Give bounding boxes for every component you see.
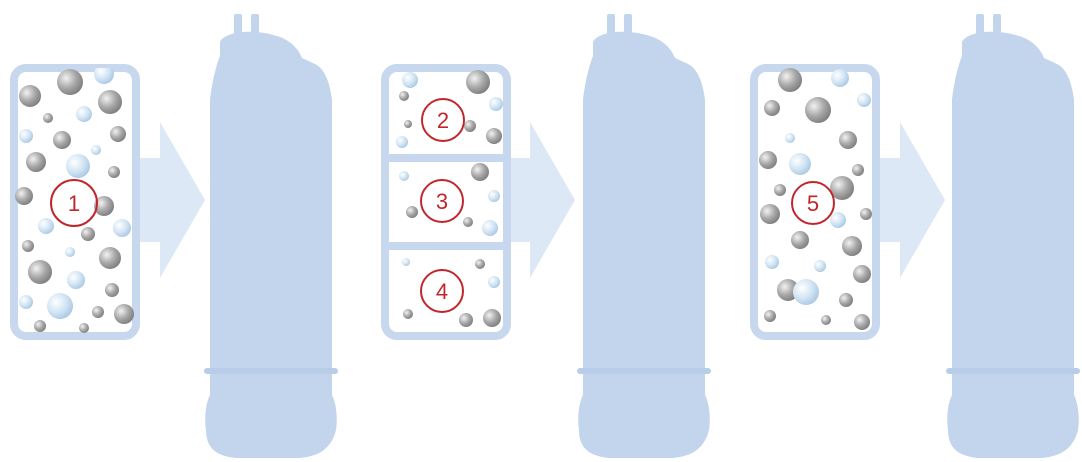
marker-circle-2 — [421, 98, 465, 142]
media-beads-2 — [396, 70, 503, 327]
arrow-1 — [120, 122, 205, 278]
media-panel-2: 2 3 4 — [381, 64, 511, 340]
marker-label-4: 4 — [436, 279, 448, 304]
media-beads-3 — [759, 68, 872, 330]
media-beads-1 — [15, 68, 134, 333]
marker-label-2: 2 — [437, 108, 449, 133]
marker-label-3: 3 — [436, 189, 448, 214]
arrow-3 — [860, 122, 945, 278]
filter-cartridge-1 — [204, 14, 338, 458]
marker-label-1: 1 — [68, 191, 80, 216]
marker-circle-3 — [420, 179, 464, 223]
media-panel-1: 1 — [10, 64, 140, 340]
arrow-2 — [490, 122, 575, 278]
marker-circle-4 — [420, 269, 464, 313]
media-panel-3: 5 — [750, 64, 880, 340]
marker-circle-5 — [791, 181, 835, 225]
marker-circle-1 — [50, 179, 98, 227]
filter-cartridge-2 — [577, 14, 711, 458]
marker-label-5: 5 — [807, 191, 819, 216]
filter-cartridge-3 — [946, 14, 1080, 458]
